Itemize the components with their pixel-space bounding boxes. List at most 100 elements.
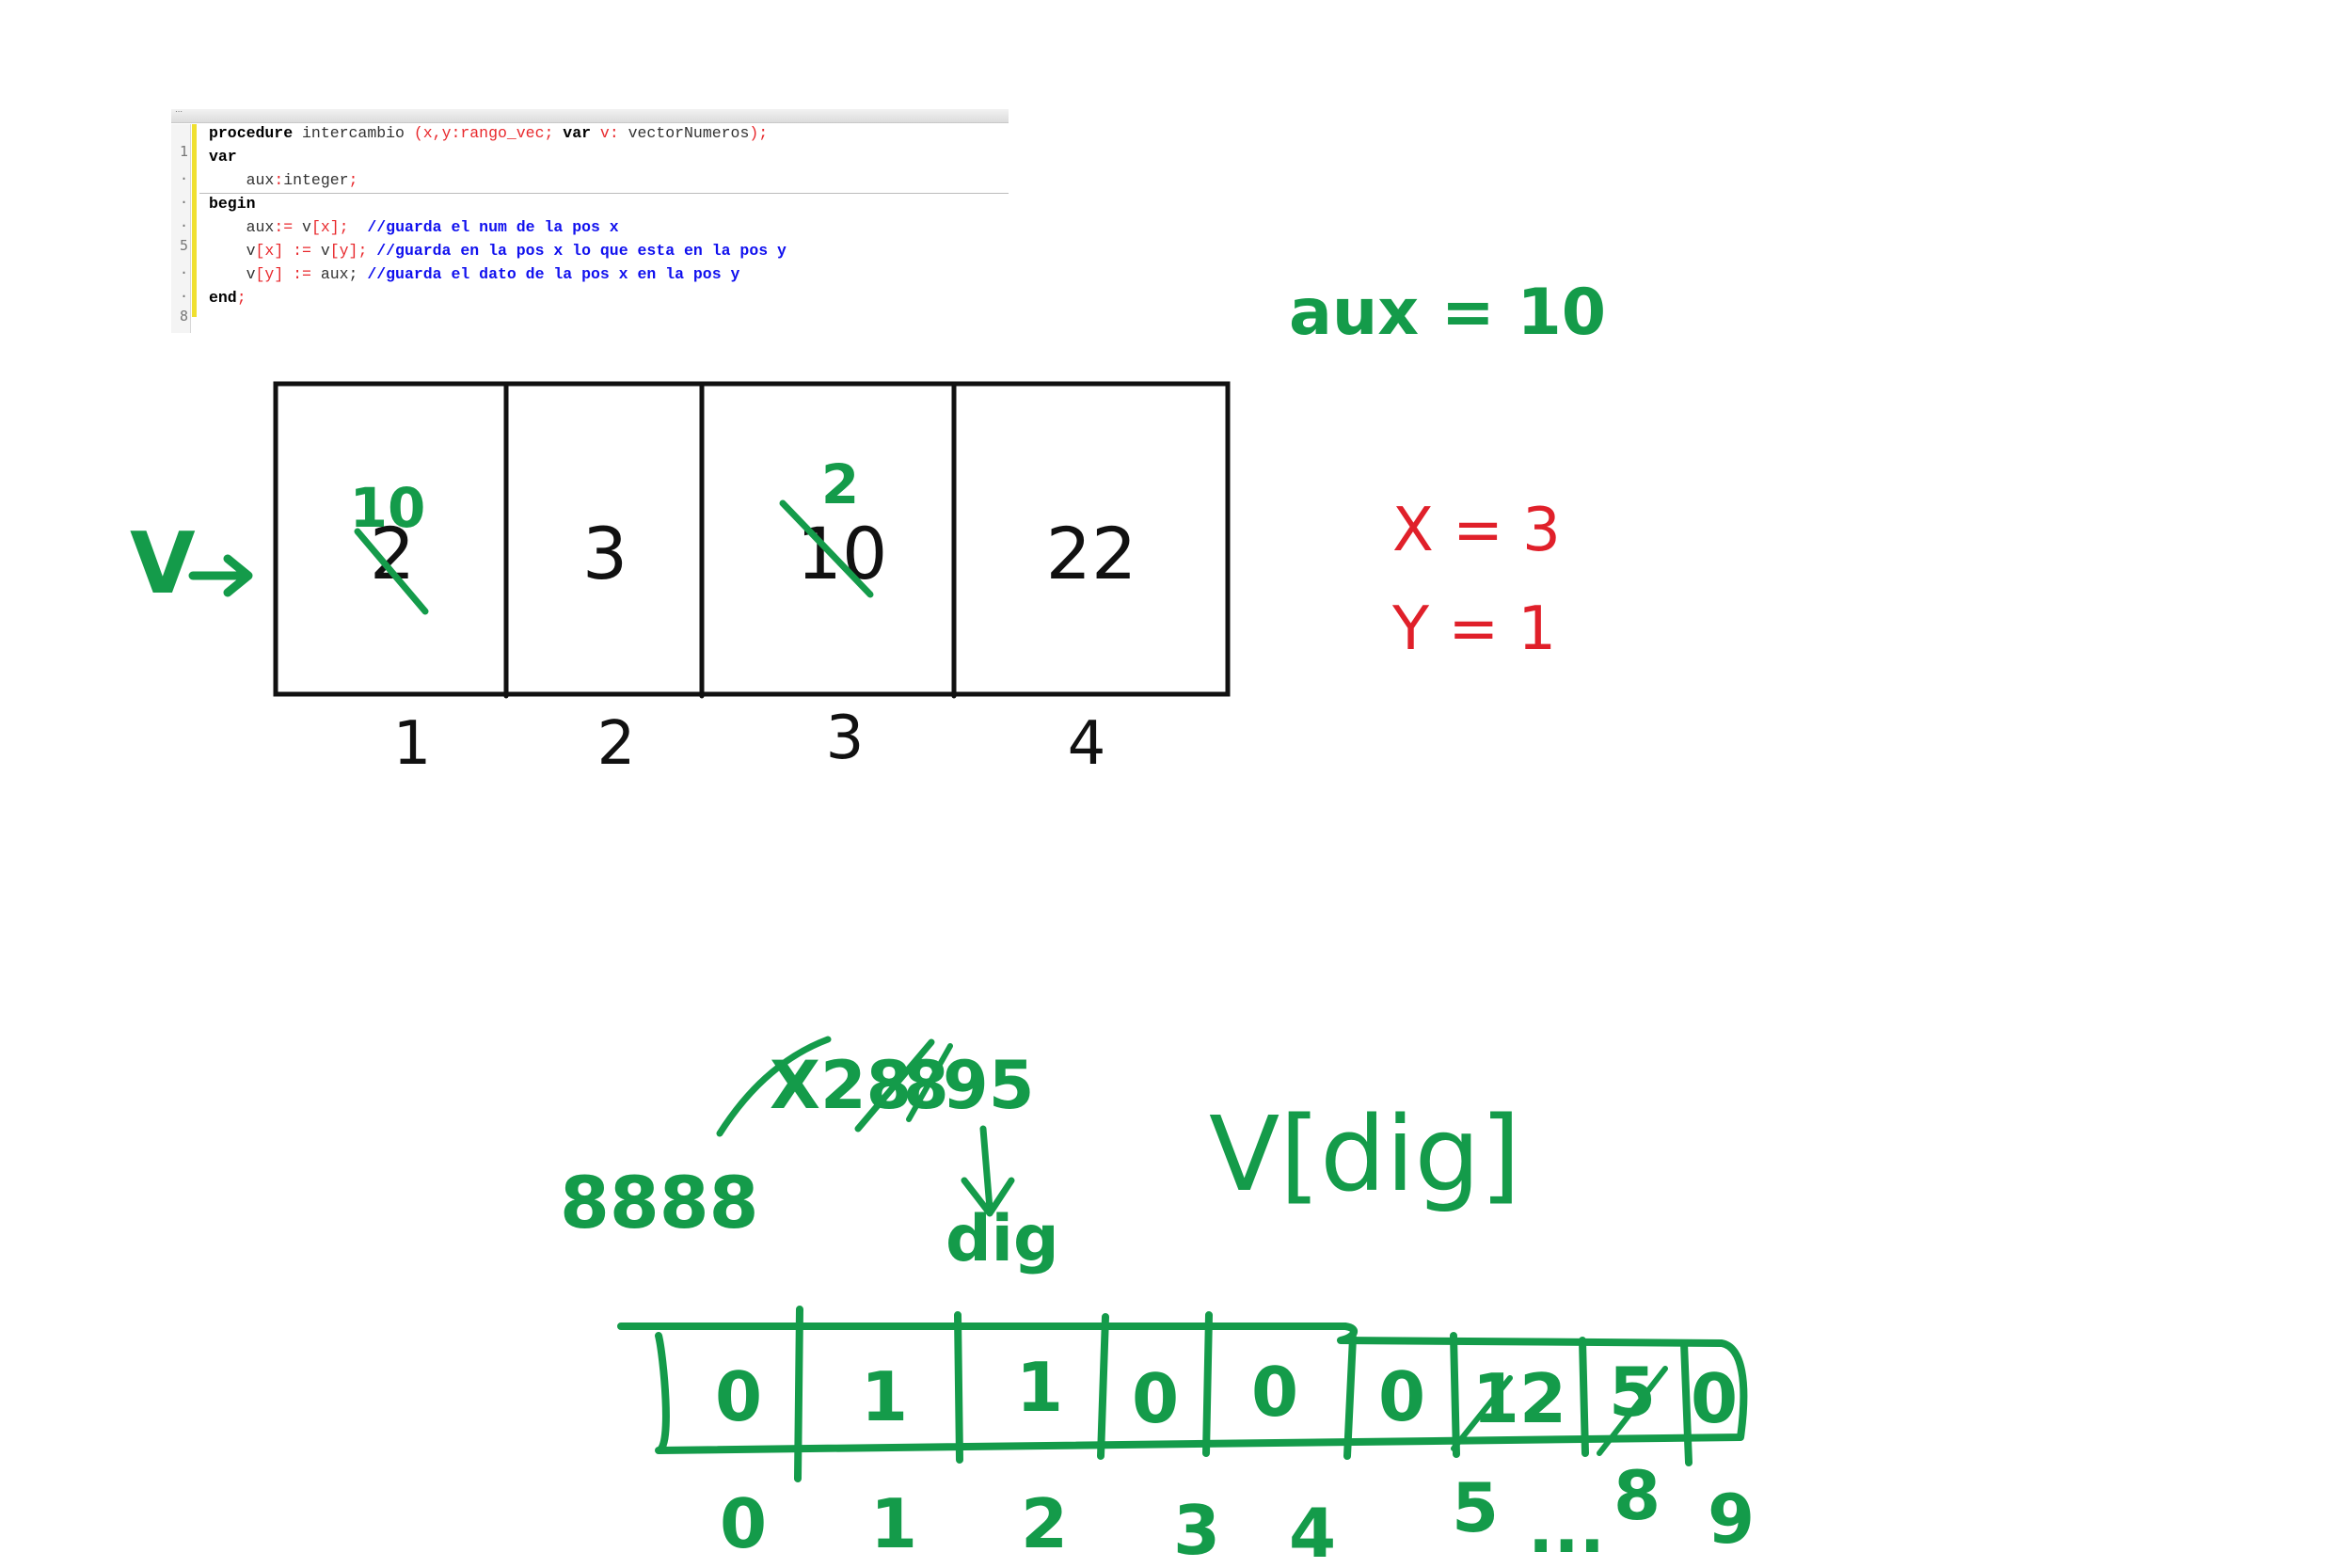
code-line: procedure intercambio (x,y:rango_vec; va…: [209, 124, 768, 142]
code-token: v: [209, 265, 256, 283]
code-line: v[x] := v[y]; //guarda en la pos x lo qu…: [209, 242, 787, 260]
code-token: aux: [209, 218, 275, 236]
line-number: 1: [179, 143, 188, 160]
code-token: :: [274, 171, 284, 189]
vector-2-index: 3: [1173, 1491, 1220, 1568]
vector-2-divider: [794, 1306, 803, 1482]
dig-label: dig: [946, 1202, 1059, 1276]
code-token: intercambio: [293, 124, 414, 142]
code-line: begin: [209, 195, 256, 213]
vector-2-cell: 1: [1016, 1348, 1063, 1427]
editor-tab-label: ⋯: [175, 107, 183, 116]
strike-mark: [354, 528, 429, 615]
code-line: end;: [209, 289, 246, 307]
code-token: v: [320, 242, 330, 260]
code-token: var: [209, 148, 237, 166]
vector-2-divider: [1680, 1339, 1692, 1466]
strike-curve: [716, 1036, 832, 1137]
vector-1-index: 2: [597, 709, 636, 779]
strike-mark: [779, 499, 874, 598]
note-y: Y = 1: [1391, 594, 1556, 664]
vector-2-outline: [617, 1323, 1748, 1454]
vector-2-index: 8: [1613, 1456, 1661, 1535]
vector-2-cell: 0: [715, 1357, 762, 1436]
line-number: .: [179, 284, 188, 301]
code-token: var: [563, 124, 592, 142]
editor-tab-bar: ⋯: [171, 107, 1009, 123]
note-x: X = 3: [1392, 496, 1561, 565]
vector-2-index: 5: [1452, 1468, 1499, 1547]
code-token: v:: [591, 124, 628, 142]
vector-2-divider: [1579, 1337, 1589, 1457]
code-editor-snippet: ⋯ 1...5..8 procedure intercambio (x,y:ra…: [171, 107, 1009, 335]
vector-1-outline: [273, 381, 1231, 697]
vector-2-index: 4: [1289, 1494, 1336, 1568]
line-number: 5: [179, 237, 188, 254]
vector-2-cell: 0: [1691, 1359, 1738, 1438]
code-token: //guarda el num de la pos x: [367, 218, 619, 236]
code-token: aux: [209, 171, 275, 189]
line-number: 8: [179, 308, 188, 325]
vector-1-label: V: [130, 515, 196, 613]
note-aux: aux = 10: [1289, 276, 1606, 350]
code-token: v: [302, 218, 311, 236]
vector-1-arrow-icon: [188, 554, 253, 597]
vector-2-divider: [1202, 1311, 1213, 1457]
change-marker-bar: [192, 124, 197, 317]
code-token: procedure: [209, 124, 294, 142]
vector-2-cell: 0: [1132, 1359, 1179, 1438]
number-remaining-digits: 95: [943, 1047, 1034, 1124]
vector-2-box: [617, 1306, 1748, 1482]
vector-1-index: 4: [1068, 709, 1106, 779]
code-token: [x];: [310, 218, 368, 236]
line-number: .: [179, 190, 188, 207]
code-token: ;: [236, 289, 246, 307]
vector-1-cell-3-new: 2: [821, 452, 859, 516]
code-token: [x] :=: [255, 242, 321, 260]
code-line: aux:= v[x]; //guarda el num de la pos x: [209, 218, 619, 236]
code-line: aux:integer;: [209, 171, 358, 189]
code-line: v[y] := aux; //guarda el dato de la pos …: [209, 265, 740, 283]
vector-2-index: 0: [720, 1484, 767, 1563]
code-token: v: [209, 242, 256, 260]
vector-2-index: 1: [870, 1484, 917, 1563]
code-line: var: [209, 148, 237, 166]
vector-1-index: 3: [826, 704, 865, 773]
strike-mark: [854, 1038, 935, 1132]
vector-2-divider: [1097, 1313, 1109, 1460]
vector-2-cell: 0: [1378, 1357, 1425, 1436]
line-number-gutter: 1...5..8: [171, 124, 191, 333]
vector-1-cell-3-old: 10: [797, 512, 888, 595]
code-token: :=: [274, 218, 303, 236]
line-number: .: [179, 214, 188, 230]
code-token: //guarda en la pos x lo que esta en la p…: [376, 242, 787, 260]
vector-2-label: V[dig]: [1209, 1094, 1520, 1214]
code-token: begin: [209, 195, 256, 213]
fold-divider: [199, 193, 1009, 194]
code-token: vectorNumeros: [628, 124, 750, 142]
code-token: ;: [348, 171, 358, 189]
code-token: //guarda el dato de la pos x en la pos y: [367, 265, 740, 283]
vector-2-cell: 0: [1251, 1353, 1298, 1432]
code-token: );: [749, 124, 769, 142]
vector-1-box: [273, 381, 1231, 699]
code-token: end: [209, 289, 237, 307]
vector-2-index: ...: [1528, 1489, 1605, 1568]
vector-2-cell: 12: [1472, 1359, 1566, 1438]
code-token: (x,y:rango_vec;: [413, 124, 564, 142]
vector-1-cell-1-new: 10: [350, 476, 426, 540]
code-token: [y];: [329, 242, 377, 260]
vector-1-cell-2: 3: [582, 512, 628, 595]
strike-mark: [1597, 1366, 1668, 1456]
dig-arrow-icon: [961, 1125, 1015, 1217]
code-token: integer: [283, 171, 349, 189]
line-number: .: [179, 166, 188, 183]
number-left: 8888: [560, 1161, 759, 1244]
vector-2-index: 2: [1021, 1484, 1068, 1563]
vector-1-index: 1: [393, 709, 432, 779]
vector-2-cell: 1: [861, 1357, 908, 1436]
code-token: aux;: [320, 265, 368, 283]
vector-2-divider: [1450, 1332, 1460, 1458]
strike-mark: [1451, 1375, 1513, 1451]
strike-mark: [906, 1043, 953, 1122]
